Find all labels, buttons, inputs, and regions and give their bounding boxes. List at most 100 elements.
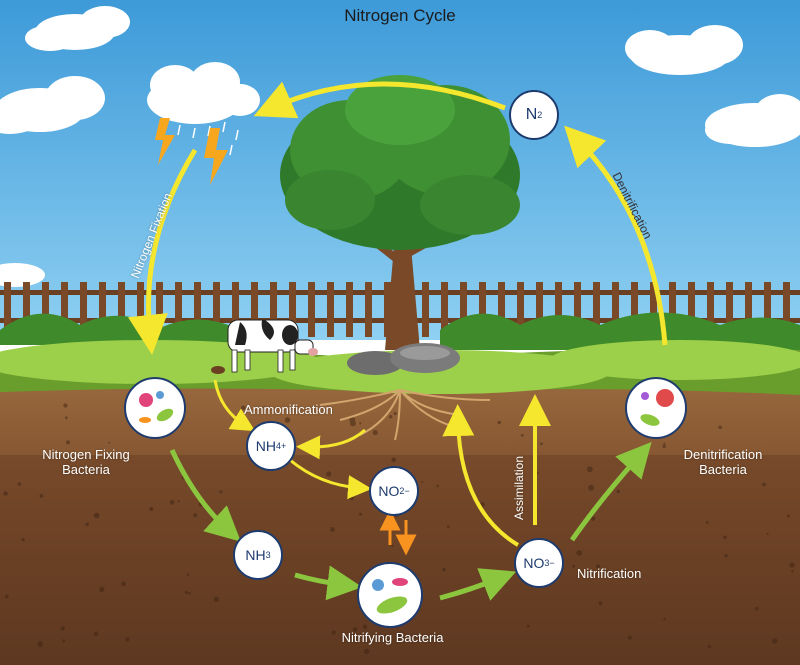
fence-post	[118, 282, 125, 337]
arrow-manure-to-nh4	[213, 379, 256, 432]
fence-post	[555, 282, 562, 337]
label-ammonification: Ammonification	[244, 402, 333, 417]
soil-particle	[213, 596, 219, 602]
fence-post	[422, 282, 429, 337]
fence-post	[517, 282, 524, 337]
soil-particles	[3, 403, 795, 655]
soil-particle	[372, 429, 378, 436]
rocks	[347, 343, 460, 375]
label-denitrification-bacteria-line2: Bacteria	[699, 462, 747, 477]
soil-particle	[389, 415, 393, 419]
soil-particle	[93, 512, 100, 519]
soil-particle	[436, 484, 439, 488]
soil-particle	[85, 522, 89, 527]
soil-particle	[595, 564, 601, 569]
storm-cloud	[147, 62, 260, 124]
soil-particle	[663, 617, 666, 621]
soil-particle	[177, 500, 180, 503]
soil-particle	[63, 403, 68, 408]
fence-post	[42, 282, 49, 337]
tree	[280, 75, 520, 350]
soil-particle	[169, 499, 175, 505]
soil-particle	[705, 520, 709, 524]
nh4-base: NH	[255, 438, 276, 454]
fence-post	[251, 282, 258, 337]
soil-particle	[524, 417, 528, 422]
soil-particle	[184, 590, 188, 595]
soil-particle	[62, 639, 66, 643]
fence-post	[441, 282, 448, 337]
soil-particle	[363, 648, 370, 655]
soil-particle	[586, 466, 593, 473]
soil-particle	[362, 624, 368, 629]
soil-particle	[21, 538, 25, 542]
soil-particle	[284, 417, 291, 423]
soil-particle	[520, 434, 524, 437]
lightning-bolts	[155, 118, 228, 185]
cloud-top-right	[625, 25, 743, 75]
rain-drops	[177, 121, 239, 156]
diagram-title: Nitrogen Cycle	[344, 6, 456, 25]
soil-particle	[4, 594, 9, 599]
fence-post	[631, 282, 638, 337]
n2-base: N	[525, 106, 538, 123]
soil-particle	[572, 564, 576, 568]
soil-particle	[762, 482, 766, 487]
soil-particle	[349, 416, 356, 423]
fence-post	[289, 282, 296, 337]
soil-particle	[707, 644, 712, 649]
soil-particle	[60, 626, 65, 631]
soil-particle	[66, 440, 70, 445]
arrow-nh4-to-no2	[289, 458, 372, 500]
nh4-sub: 4	[275, 441, 281, 451]
soil-particle	[64, 416, 68, 420]
arrow-n2-to-cloud	[253, 81, 506, 119]
manure	[211, 366, 225, 374]
label-denitrification-bacteria-line1: Denitrification	[683, 447, 763, 462]
soil-particle	[393, 411, 397, 416]
fence-post	[365, 282, 372, 337]
no3-sub: 3	[544, 558, 550, 568]
label-assimilation: Assimilation	[512, 455, 526, 520]
soil-particle	[718, 425, 722, 430]
soil-particle	[219, 490, 223, 494]
fence-post	[327, 282, 334, 337]
fence-post	[498, 282, 505, 337]
fence-post	[99, 282, 106, 337]
soil-particle	[3, 491, 8, 496]
fence-post	[707, 282, 714, 337]
label-nitrification: Nitrification	[577, 566, 642, 581]
fence-posts	[4, 282, 790, 337]
cloud-small-left	[0, 263, 45, 287]
no3-sup: −	[549, 558, 555, 568]
n2-sub: 2	[537, 110, 543, 120]
fence-post	[650, 282, 657, 337]
nh3-base: NH	[245, 547, 266, 563]
soil-particle	[149, 506, 154, 512]
soil-particle	[391, 457, 397, 463]
soil-particle	[359, 512, 363, 516]
soil-particle	[772, 638, 778, 644]
soil-particle	[121, 581, 126, 587]
fence-post	[308, 282, 315, 337]
fence-post	[669, 282, 676, 337]
label-nitrifying-bacteria: Nitrifying Bacteria	[341, 630, 444, 645]
soil-particle	[663, 442, 666, 445]
nitrogen-fixing-bacteria-icon	[124, 377, 186, 439]
arrow-fixing-to-nh3	[169, 448, 241, 542]
soil-particle	[327, 574, 333, 580]
fence-post	[384, 282, 391, 337]
fence-post	[612, 282, 619, 337]
fence-post	[270, 282, 277, 337]
soil-particle	[93, 631, 99, 636]
soil-particle	[789, 562, 795, 568]
label-nitrogen-fixing-bacteria-line2: Bacteria	[62, 462, 110, 477]
soil-particle	[188, 591, 191, 595]
nh4-sup: +	[280, 441, 287, 451]
soil-particle	[330, 527, 335, 532]
